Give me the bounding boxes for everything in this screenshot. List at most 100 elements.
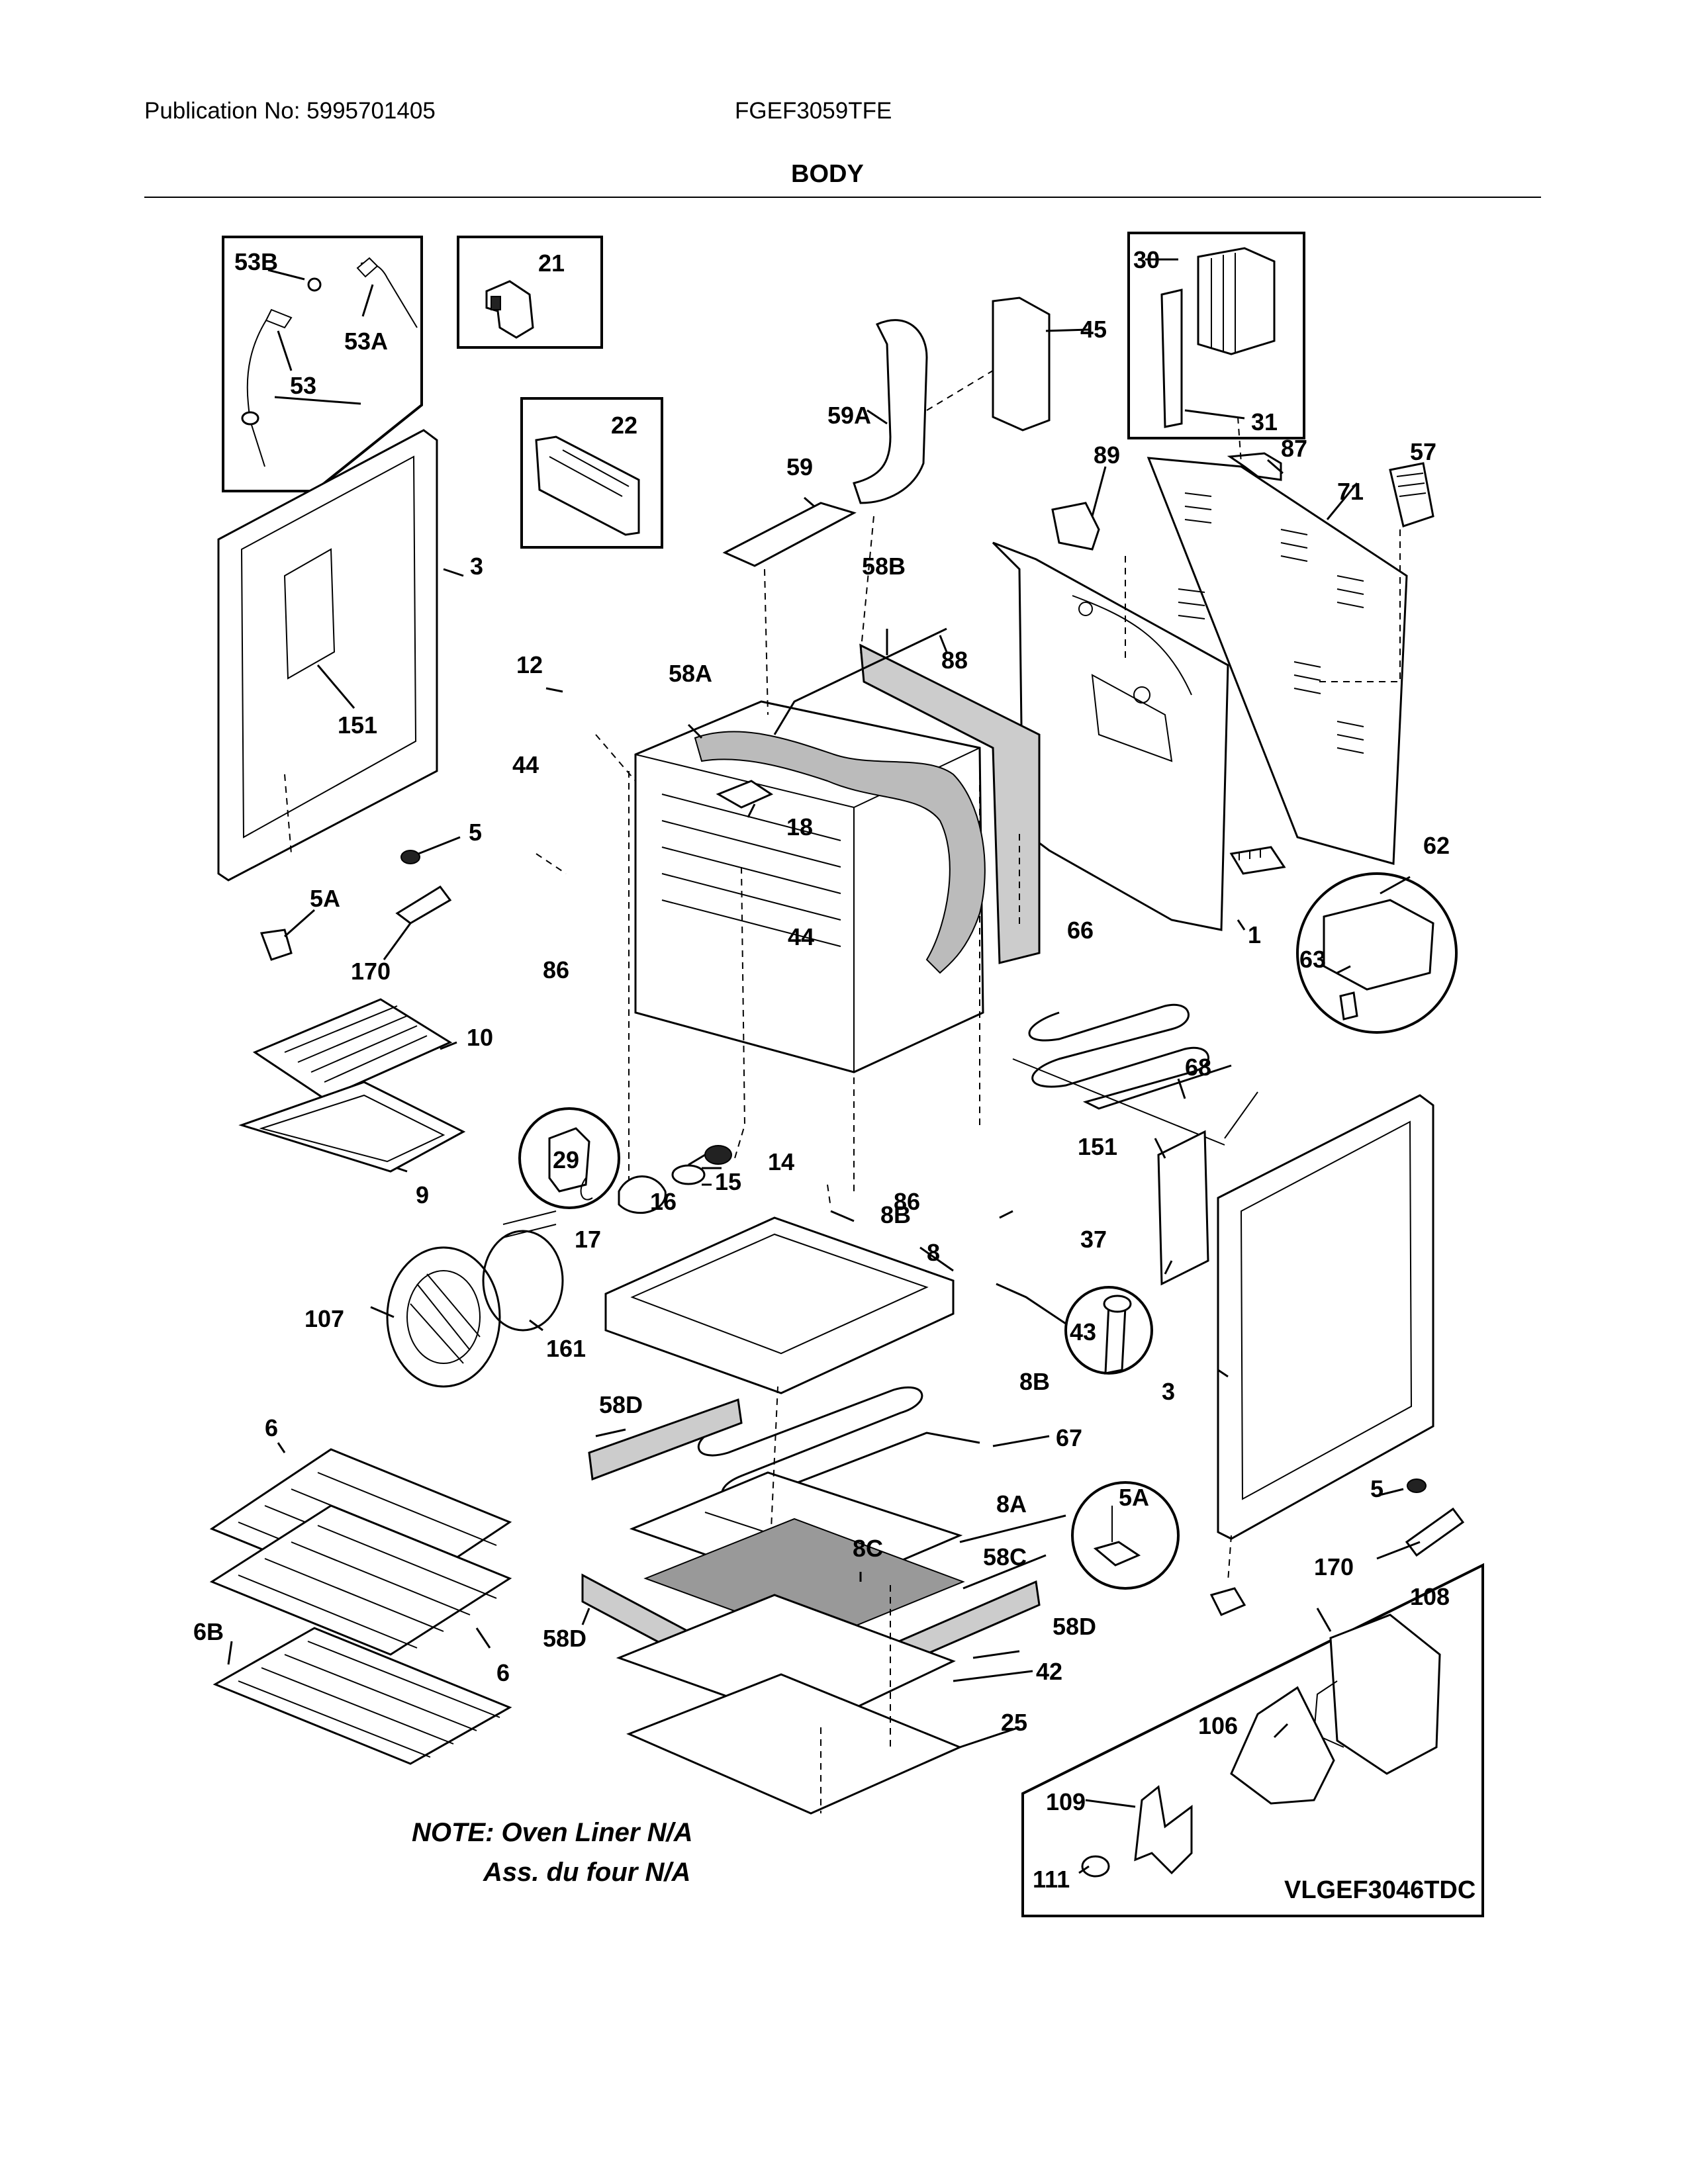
callout-17: 17: [575, 1226, 601, 1253]
callout-5A-right: 5A: [1119, 1484, 1149, 1511]
callout-58D-right: 58D: [1053, 1613, 1096, 1640]
insulation-58A: [694, 731, 986, 974]
clip-17: [580, 1177, 593, 1201]
callout-86-right: 86: [894, 1188, 920, 1215]
inset-43-circle: [1064, 1286, 1153, 1375]
oven-rack-6-bottom: [209, 1504, 512, 1656]
rear-panel: [1147, 457, 1408, 865]
callout-10: 10: [467, 1024, 493, 1051]
callout-58D-left: 58D: [599, 1391, 643, 1418]
callout-111: 111: [1033, 1866, 1070, 1893]
callout-12: 12: [516, 651, 543, 678]
note-line-1: NOTE: Oven Liner N/A: [412, 1818, 693, 1847]
callout-53B: 53B: [234, 248, 278, 275]
broil-pan-9: [238, 1081, 466, 1173]
inset-29-circle: [518, 1107, 620, 1209]
callout-170-right: 170: [1314, 1553, 1354, 1580]
callout-53: 53: [290, 372, 316, 399]
header-divider: [144, 197, 1541, 198]
right-side-door: [1217, 1094, 1434, 1540]
callout-58A: 58A: [669, 660, 712, 687]
callout-15: 15: [715, 1168, 741, 1195]
callout-108: 108: [1410, 1583, 1450, 1610]
callout-58D-front: 58D: [543, 1625, 586, 1652]
broil-grid-10: [252, 998, 453, 1100]
callout-57: 57: [1410, 438, 1436, 465]
callout-16: 16: [650, 1188, 677, 1215]
callout-58B: 58B: [862, 553, 906, 580]
publication-number: Publication No: 5995701405: [144, 98, 436, 124]
part-89: [1051, 502, 1100, 551]
callout-31: 31: [1251, 408, 1278, 435]
callout-170-left: 170: [351, 958, 391, 985]
part-45: [992, 296, 1051, 432]
part-57: [1389, 462, 1434, 527]
callout-3-right: 3: [1162, 1378, 1175, 1405]
wire-88: [773, 627, 947, 735]
callout-66: 66: [1067, 917, 1094, 944]
callout-44-left: 44: [512, 751, 539, 778]
callout-151-left: 151: [338, 711, 377, 739]
callout-107: 107: [305, 1305, 344, 1332]
callout-37: 37: [1080, 1226, 1107, 1253]
inset-part-22-box: [520, 397, 663, 549]
terminal-block: [1229, 846, 1286, 875]
callout-29: 29: [553, 1146, 579, 1173]
callout-25: 25: [1001, 1709, 1027, 1736]
callout-1: 1: [1248, 921, 1261, 948]
callout-3-left: 3: [470, 553, 483, 580]
inset-5A-circle: [1071, 1481, 1180, 1590]
insulation-58D-left: [588, 1398, 743, 1481]
callout-87: 87: [1281, 435, 1307, 462]
bottom-pan-8: [604, 1216, 955, 1394]
part-5-left: [400, 850, 420, 864]
inset-probe-box: [222, 236, 423, 492]
callout-67: 67: [1056, 1424, 1082, 1451]
callout-86-left: 86: [543, 956, 569, 983]
callout-8A: 8A: [996, 1490, 1027, 1518]
callout-43: 43: [1070, 1318, 1096, 1345]
oven-rack-6B: [212, 1627, 512, 1765]
bake-element-66: [1028, 1003, 1232, 1110]
callout-6-bottom: 6: [496, 1659, 510, 1686]
callout-21: 21: [538, 250, 565, 277]
part-5-right: [1407, 1479, 1427, 1493]
callout-151-right: 151: [1078, 1133, 1117, 1160]
note-line-2: Ass. du four N/A: [483, 1858, 690, 1887]
reference-code: VLGEF3046TDC: [1284, 1876, 1476, 1904]
callout-89: 89: [1094, 441, 1120, 469]
element-68: [1012, 1058, 1258, 1146]
callout-53A: 53A: [344, 328, 388, 355]
part-5A-right: [1209, 1587, 1246, 1616]
callout-5-right: 5: [1370, 1475, 1383, 1502]
callout-59A: 59A: [827, 402, 871, 429]
callout-30: 30: [1133, 246, 1160, 273]
callout-63: 63: [1299, 946, 1326, 973]
callout-8: 8: [927, 1239, 940, 1266]
callout-5-left: 5: [469, 819, 482, 846]
part-59A: [853, 319, 928, 504]
callout-6-top: 6: [265, 1414, 278, 1441]
callout-59: 59: [786, 453, 813, 480]
callout-88: 88: [941, 647, 968, 674]
callout-42: 42: [1036, 1658, 1062, 1685]
inset-part-30-31-box: [1127, 232, 1305, 439]
callout-18: 18: [786, 813, 813, 841]
bottom-panel-25: [626, 1673, 962, 1815]
callout-62: 62: [1423, 832, 1450, 859]
callout-6B: 6B: [193, 1618, 224, 1645]
fan-cover-107: [386, 1246, 501, 1388]
callout-106: 106: [1198, 1712, 1238, 1739]
gasket-161: [482, 1210, 564, 1332]
part-151-right: [1157, 1130, 1209, 1286]
callout-161: 161: [546, 1335, 586, 1362]
part-18: [716, 780, 774, 809]
leader-lines: [227, 258, 1421, 1874]
section-title: BODY: [791, 160, 864, 188]
inset-fan-motor-box: [1021, 1563, 1484, 1917]
part-170-right: [1405, 1507, 1465, 1557]
lamp-lens-16: [618, 1175, 667, 1214]
callout-68: 68: [1185, 1054, 1211, 1081]
insulation-58B: [859, 643, 1041, 964]
